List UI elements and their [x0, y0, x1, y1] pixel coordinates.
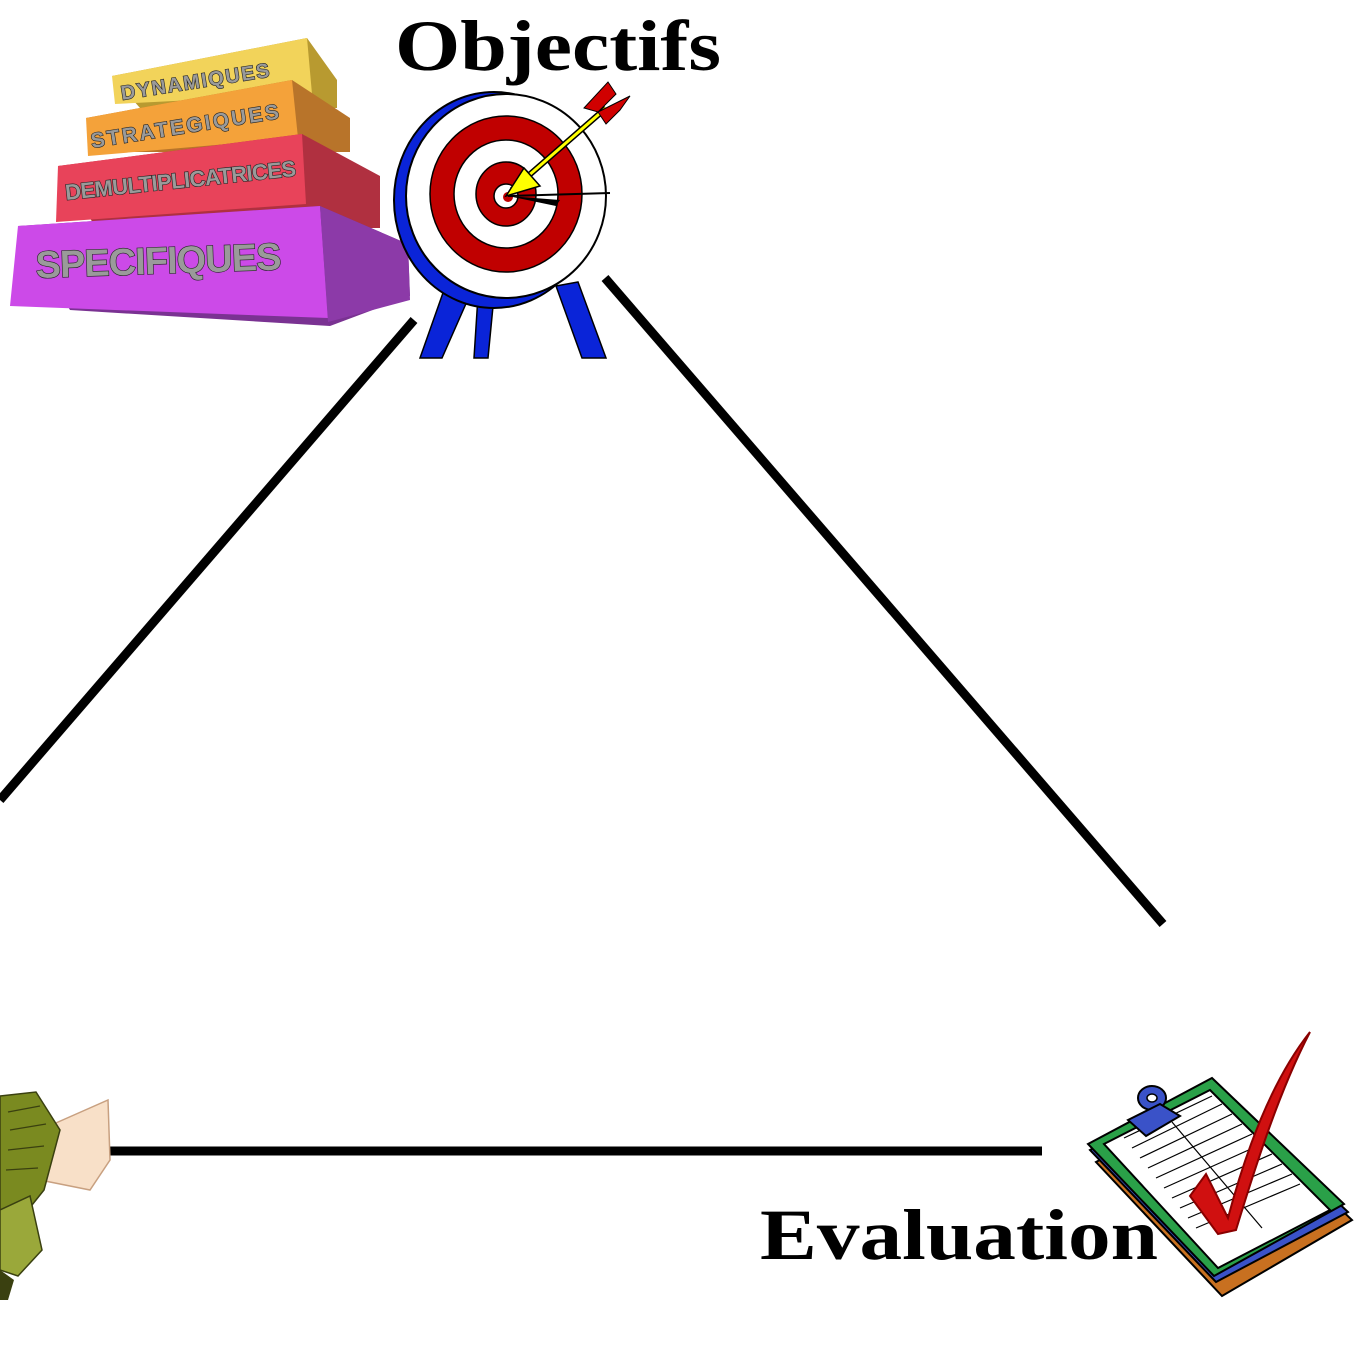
edge-right	[601, 275, 1167, 927]
triangle-edges	[0, 275, 1167, 1156]
pyramid-step-2	[86, 80, 298, 156]
label-objectifs: Objectifs	[395, 6, 721, 86]
arrow-icon	[504, 81, 631, 198]
pyramid-step-label-4: SPECIFIQUES	[35, 236, 282, 287]
target-icon	[393, 81, 631, 359]
pyramid-step-3	[56, 134, 306, 222]
edge-left	[0, 317, 418, 803]
step-pyramid-icon: DYNAMIQUES STRATEGIQUES DEMULTIPLICATRIC…	[10, 38, 410, 326]
label-evaluation: Evaluation	[760, 1195, 1158, 1275]
clipboard-check-icon	[1086, 1031, 1354, 1298]
pyramid-step-4	[10, 206, 328, 318]
partial-figure-icon	[0, 1091, 111, 1300]
check-mark-icon	[1188, 1031, 1311, 1236]
